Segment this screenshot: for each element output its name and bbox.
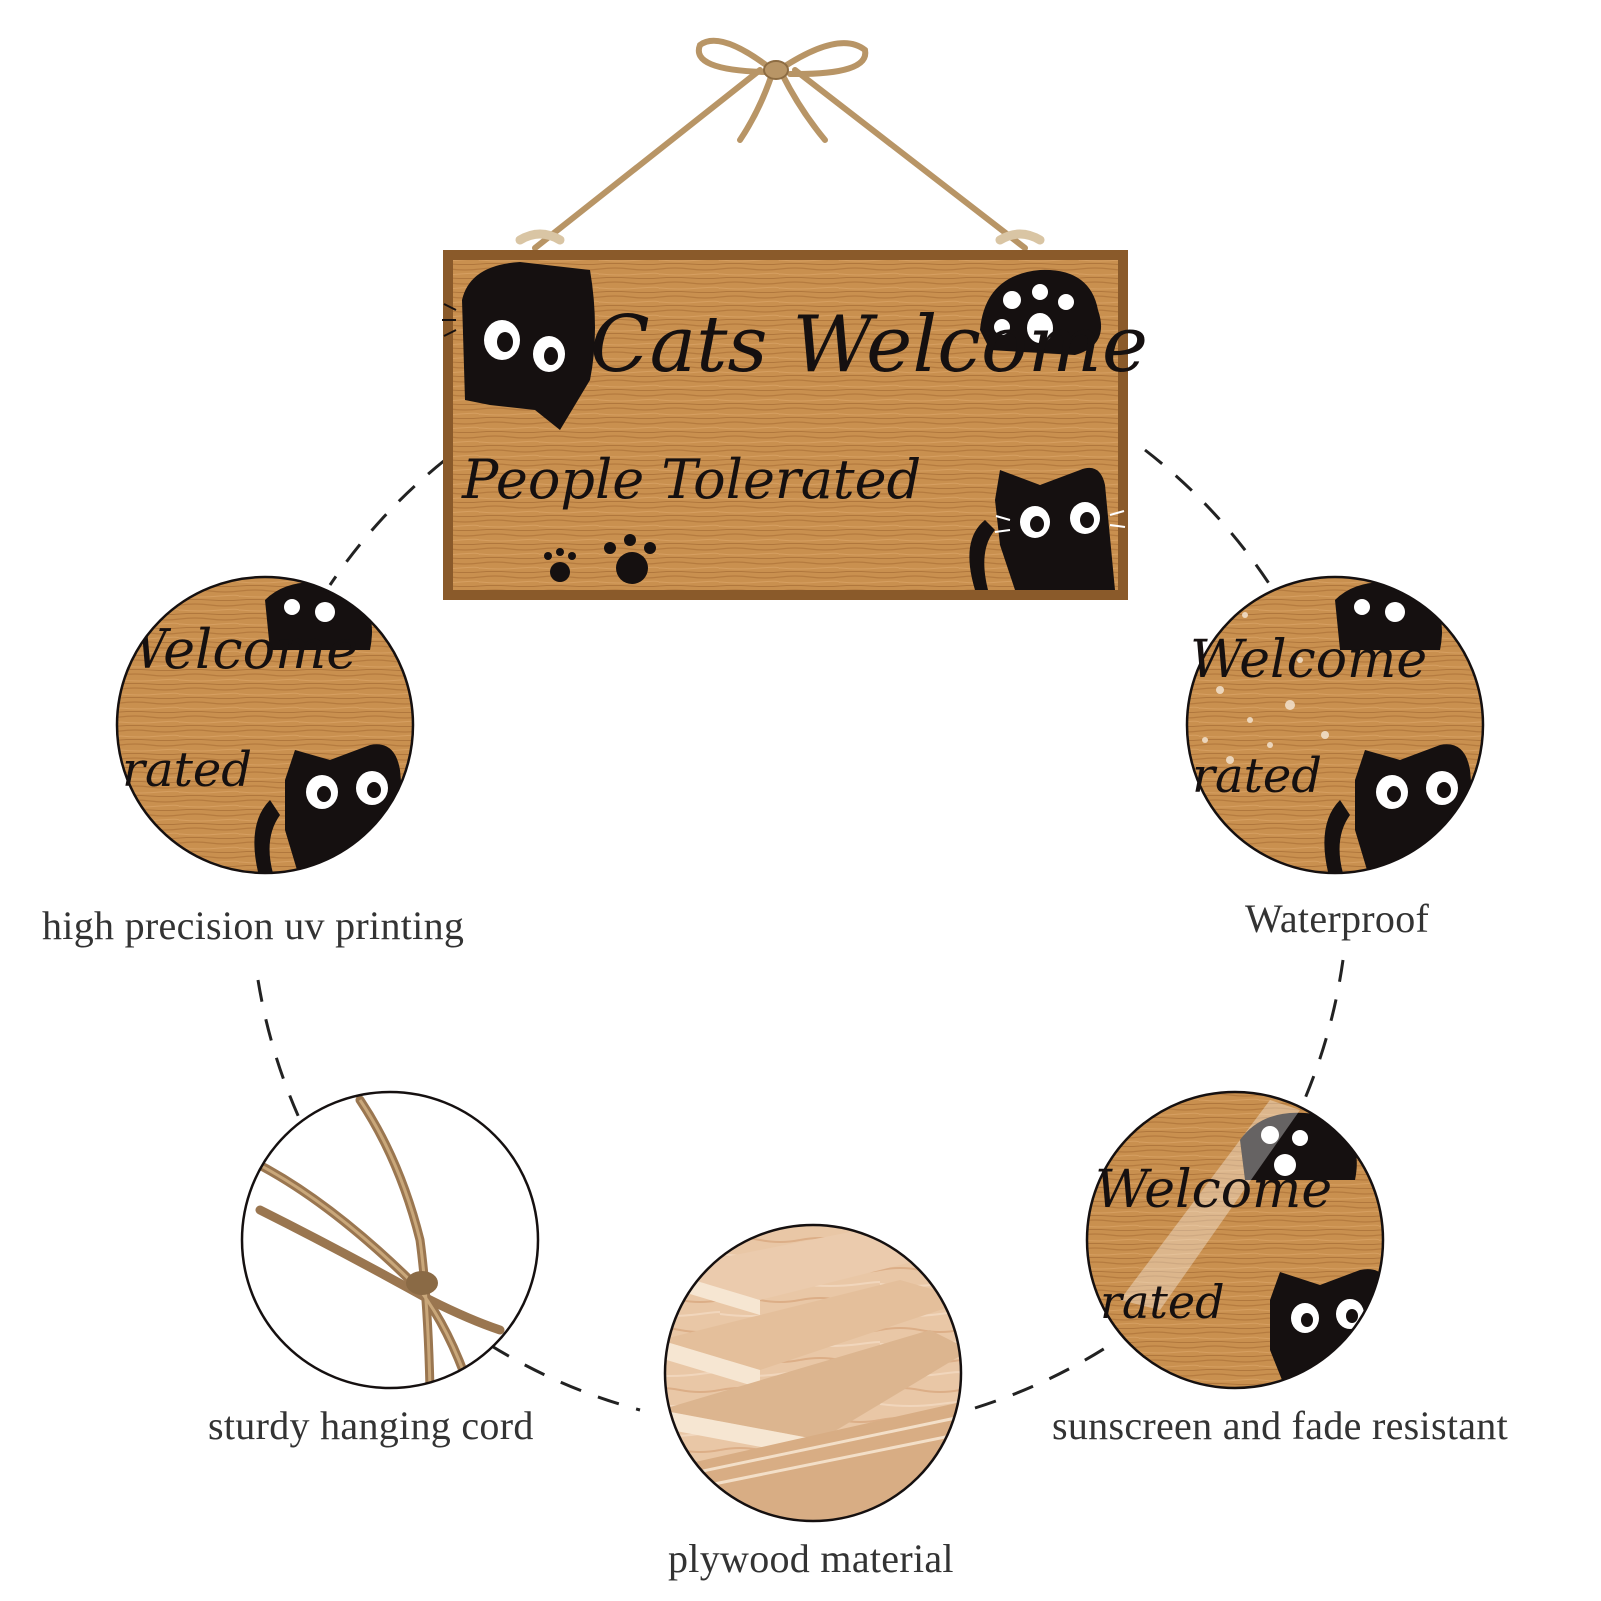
sunscreen-tolerated-text: rated (1100, 1275, 1225, 1329)
plywood-layers-detail-icon (665, 1225, 961, 1521)
sun-glare-detail-icon (1087, 1092, 1383, 1388)
paw-print-icon (980, 269, 1102, 355)
cat-top-left-icon (442, 262, 595, 430)
hanging-cord (515, 37, 1045, 251)
dashed-ring (256, 448, 1345, 1412)
caption-uv-printing: high precision uv printing (42, 903, 465, 948)
uv-print-detail-icon (117, 577, 413, 873)
sign-title-line2: People Tolerated (462, 448, 922, 511)
waterproof-tolerated-text: rated (1192, 748, 1322, 804)
small-paws-icon (544, 534, 656, 584)
jute-cord-detail-icon (242, 1092, 538, 1388)
sunscreen-welcome-text: Welcome (1095, 1160, 1333, 1220)
detail-welcome-text: Welcome (112, 618, 359, 681)
waterproof-welcome-text: Welcome (1190, 630, 1428, 690)
detail-tolerated-text: rated (122, 742, 252, 798)
caption-waterproof: Waterproof (1245, 896, 1430, 941)
water-drops-detail-icon (1187, 577, 1483, 873)
caption-hanging-cord: sturdy hanging cord (208, 1403, 534, 1448)
caption-sunscreen: sunscreen and fade resistant (1052, 1403, 1508, 1448)
cat-bottom-right-icon (969, 467, 1126, 590)
sign-title-line1: Cats Welcome (590, 300, 1149, 390)
caption-plywood: plywood material (668, 1536, 954, 1581)
